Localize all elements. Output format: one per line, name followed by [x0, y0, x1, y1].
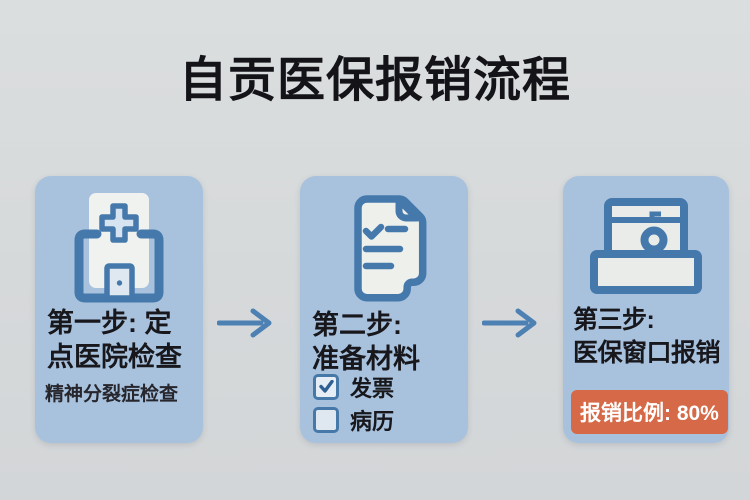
arrow-right-icon	[217, 308, 272, 338]
step-card-3: 第三步: 医保窗口报销 报销比例: 80%	[563, 176, 729, 443]
step-card-2: 第二步: 准备材料 发票 病历	[300, 176, 468, 443]
arrow-right-icon	[482, 308, 537, 338]
step-card-1: 第一步: 定 点医院检查 精神分裂症检查	[35, 176, 203, 443]
step-3-title: 第三步: 医保窗口报销	[573, 304, 725, 370]
reimbursement-rate-badge: 报销比例: 80%	[571, 390, 728, 434]
checklist-label-medical-record: 病历	[350, 408, 395, 434]
step-2-title-line1: 第二步:	[312, 310, 402, 340]
checklist-item-invoice[interactable]: 发票	[313, 373, 462, 401]
step-1-title-line2: 点医院检查	[47, 342, 182, 372]
step-2-title: 第二步: 准备材料	[312, 308, 464, 376]
step-3-title-line2: 医保窗口报销	[573, 339, 721, 367]
service-counter-icon	[563, 196, 729, 296]
checklist-label-invoice: 发票	[350, 375, 395, 401]
step-2-title-line2: 准备材料	[312, 344, 420, 374]
checkbox-unchecked-icon[interactable]	[313, 406, 339, 433]
materials-checklist: 发票 病历	[313, 373, 462, 440]
step-1-subtitle: 精神分裂症检查	[45, 384, 179, 405]
page-title: 自贡医保报销流程	[178, 54, 571, 107]
document-checklist-icon	[300, 192, 468, 306]
hospital-icon	[35, 192, 203, 304]
step-3-title-line1: 第三步:	[573, 306, 655, 334]
checkbox-checked-icon[interactable]	[313, 373, 339, 400]
step-1-title-line1: 第一步: 定	[47, 308, 172, 338]
checklist-item-medical-record[interactable]: 病历	[313, 406, 462, 434]
step-1-title: 第一步: 定 点医院检查	[47, 306, 199, 374]
